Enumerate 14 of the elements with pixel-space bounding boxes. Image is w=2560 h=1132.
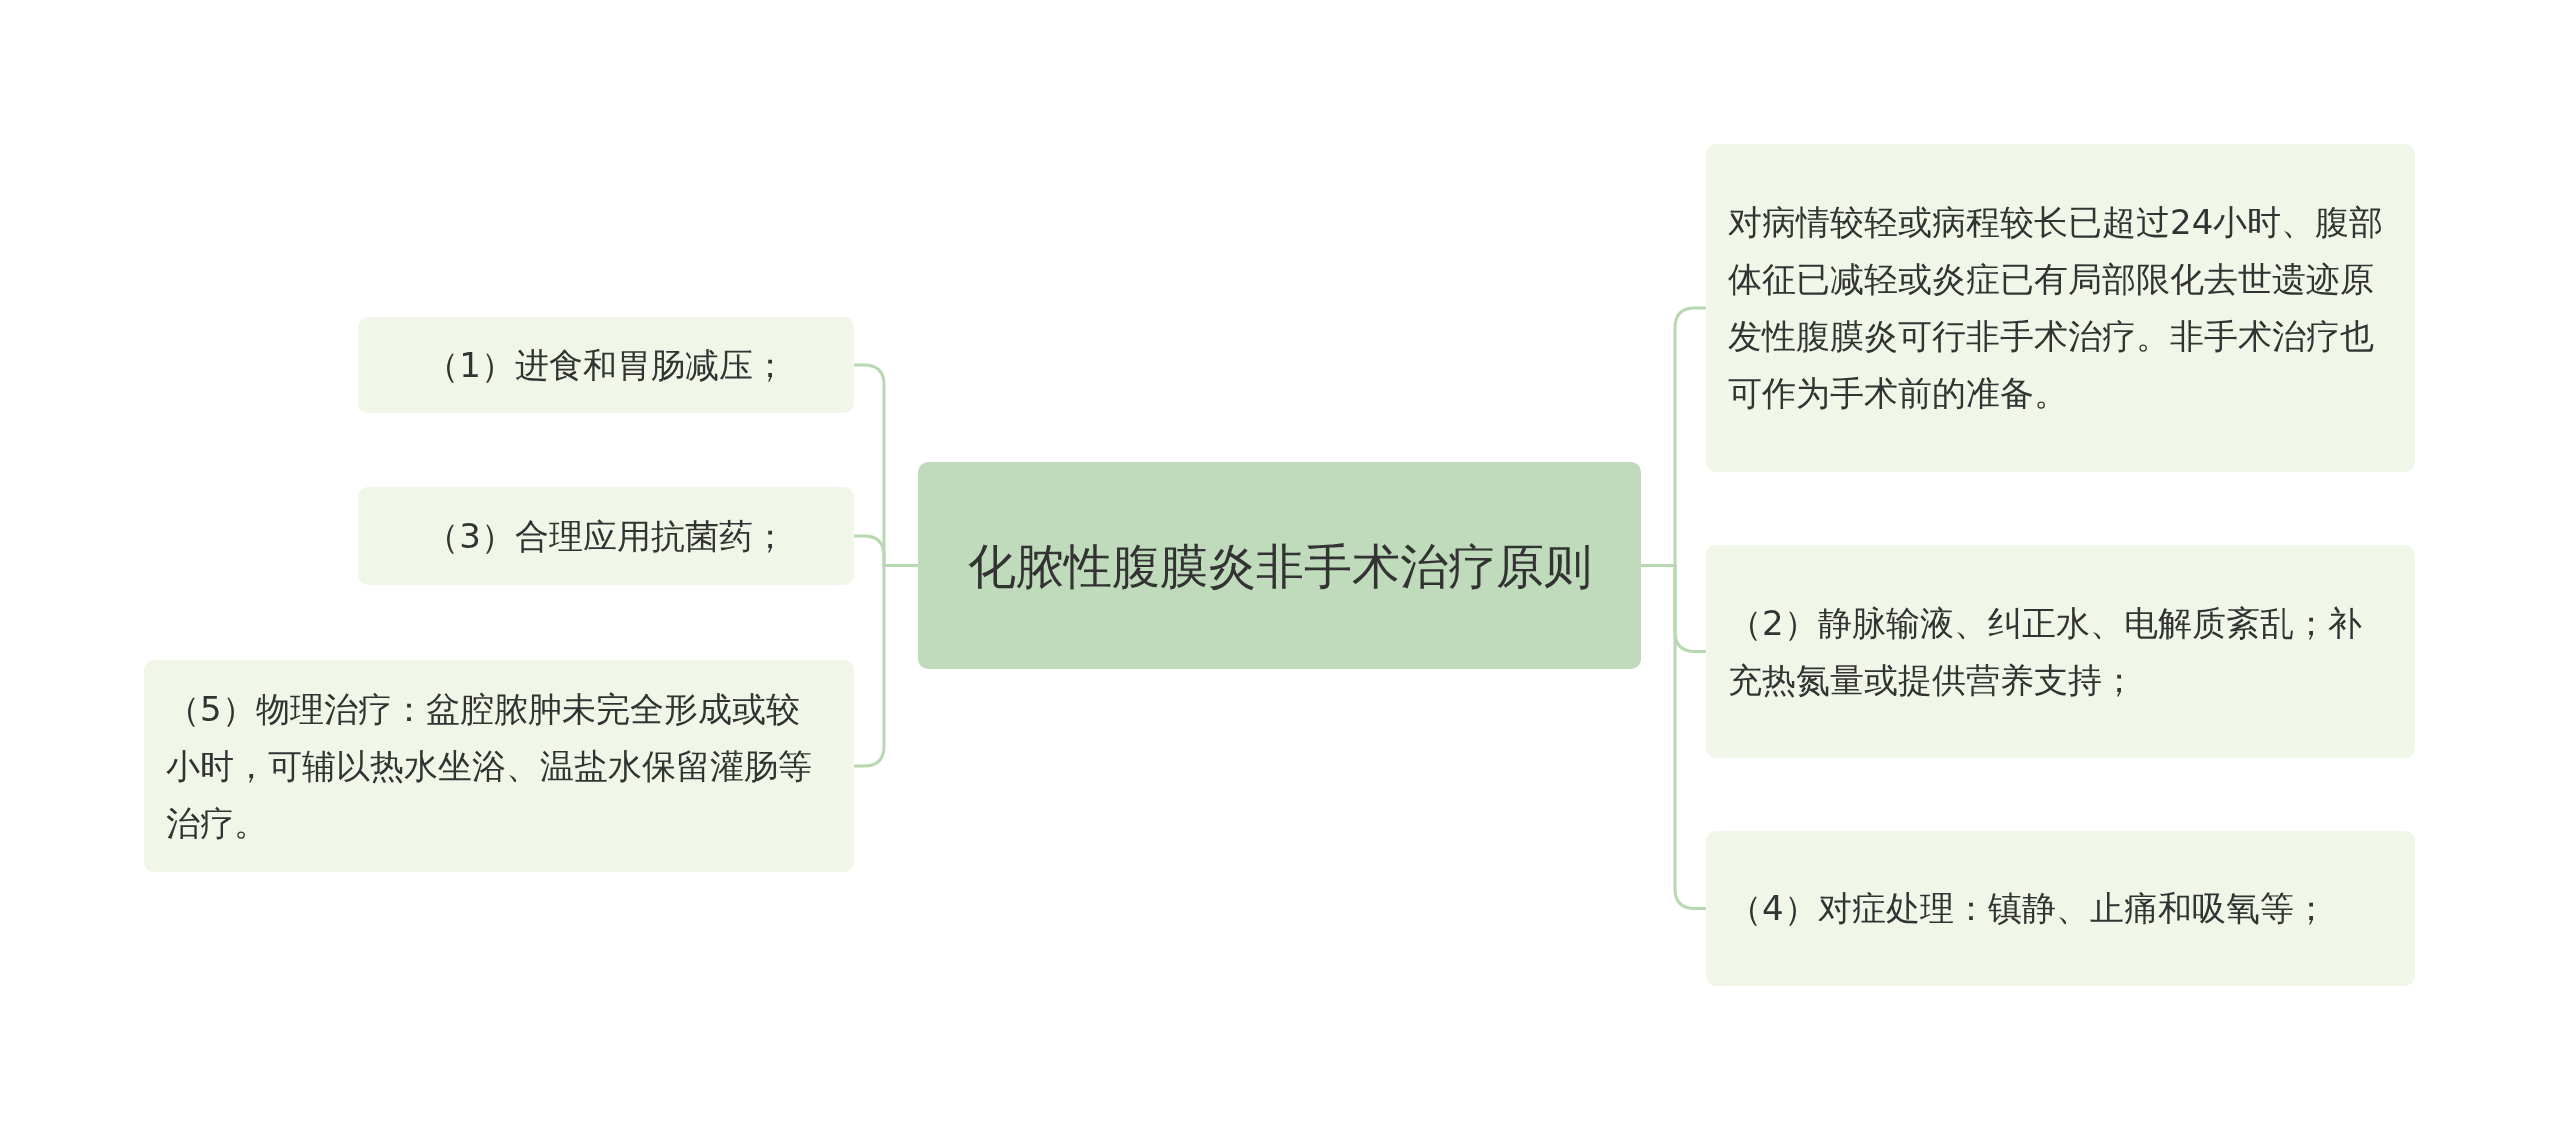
topic-box: [358, 487, 854, 585]
topic-text: 对病情较轻或病程较长已超过24小时、腹部体征已减轻或炎症已有局部限化去世遗迹原发性腹膜炎可行非手术治疗。非手术治疗也可作为手术前的准备。: [1728, 201, 2385, 415]
topic-box: [358, 317, 854, 413]
topic-box: [1706, 144, 2415, 472]
topic-text: （2）静脉输液、纠正水、电解质紊乱；补充热氮量或提供营养支持；: [1728, 601, 2363, 702]
topic-text: （4）对症处理：镇静、止痛和吸氧等；: [1728, 887, 2328, 930]
topic-text: （3）合理应用抗菌药；: [425, 514, 787, 558]
topic-box: [1706, 831, 2415, 986]
topic-text: （1）进食和胃肠减压；: [425, 343, 787, 387]
topic-text: （5）物理治疗：盆腔脓肿未完全形成或较小时，可辅以热水坐浴、温盐水保留灌肠等治疗。: [166, 687, 813, 845]
central-topic-box: [918, 462, 1641, 669]
topic-box: [144, 660, 854, 872]
central-topic-text: 化脓性腹膜炎非手术治疗原则: [967, 536, 1592, 596]
topic-box: [1706, 545, 2415, 758]
